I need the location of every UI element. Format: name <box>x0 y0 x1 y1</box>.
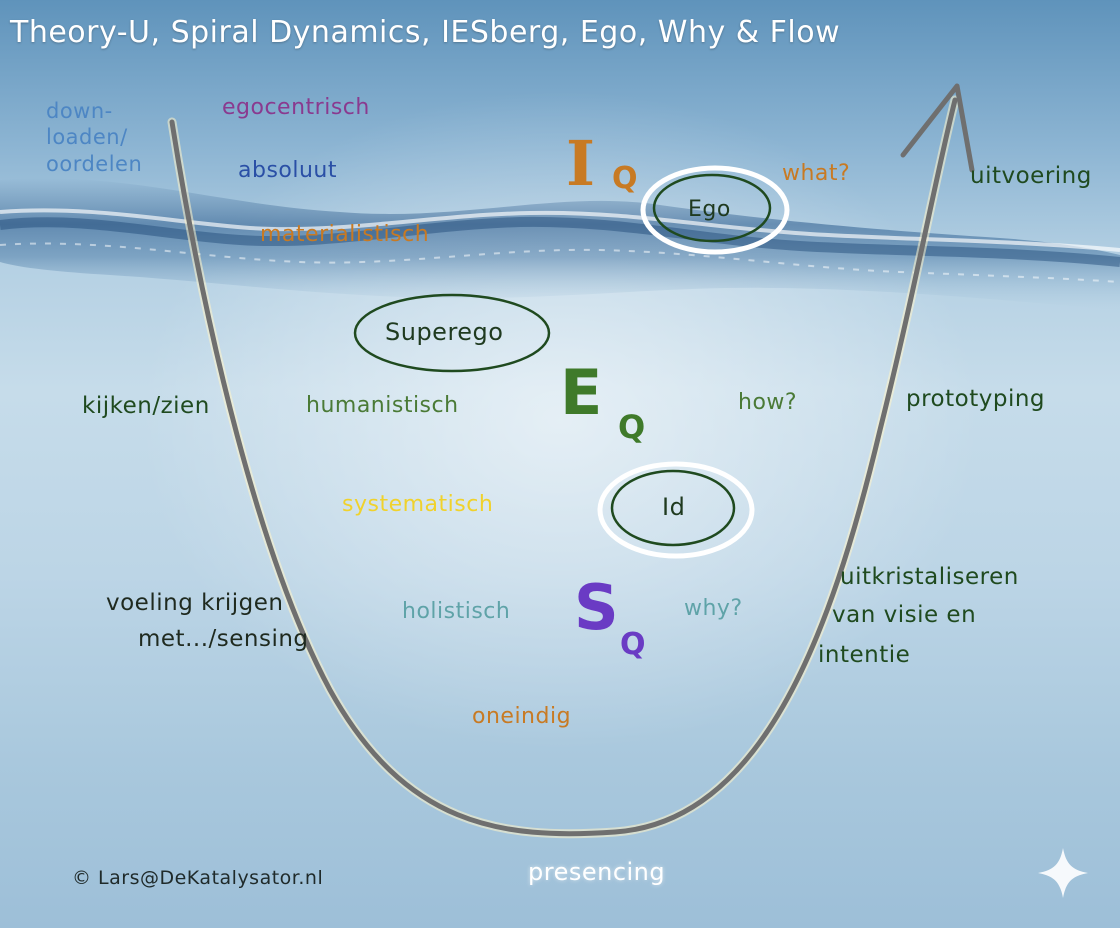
label-downloaden-line-1: down- <box>46 99 113 123</box>
level-absoluut: absoluut <box>238 158 337 183</box>
label-met-sensing: met.../sensing <box>138 626 309 652</box>
eq-mark: E Q <box>560 362 660 452</box>
question-how: how? <box>738 390 798 415</box>
iq-mark: I Q <box>566 133 646 203</box>
ego-circle <box>652 173 772 243</box>
level-systematisch: systematisch <box>342 492 494 517</box>
iq-letter: I <box>566 127 596 200</box>
freud-superego: Superego <box>385 318 504 346</box>
copyright-notice: © Lars@DeKatalysator.nl <box>72 867 324 889</box>
level-oneindig: oneindig <box>472 704 572 729</box>
label-kijken-zien: kijken/zien <box>82 393 210 419</box>
u-curve <box>169 97 958 837</box>
superego-circle <box>353 293 551 373</box>
water-surface <box>0 178 1120 310</box>
label-voeling-krijgen: voeling krijgen <box>106 590 284 616</box>
eq-q: Q <box>618 408 646 446</box>
label-downloaden-line-2: loaden/ <box>46 125 128 150</box>
page-title: Theory-U, Spiral Dynamics, IESberg, Ego,… <box>10 15 841 50</box>
eq-letter: E <box>560 356 603 429</box>
freud-ego: Ego <box>688 197 731 222</box>
label-downloaden: down- loaden/ oordelen <box>46 98 142 177</box>
water-crest-dark <box>0 216 1120 267</box>
iq-q: Q <box>612 161 638 196</box>
label-van-visie-en: van visie en <box>832 602 977 628</box>
level-egocentrisch: egocentrisch <box>222 95 370 120</box>
arrow-head-icon <box>900 83 975 173</box>
level-holistisch: holistisch <box>402 599 511 624</box>
label-uitkristaliseren: uitkristaliseren <box>840 564 1019 590</box>
label-downloaden-line-3: oordelen <box>46 151 143 176</box>
level-materialistisch: materialistisch <box>260 222 430 247</box>
label-intentie: intentie <box>818 642 911 668</box>
sq-letter: S <box>574 571 620 644</box>
question-what: what? <box>782 161 851 186</box>
ego-circle-halo <box>640 165 790 255</box>
label-prototyping: prototyping <box>906 386 1046 412</box>
level-humanistisch: humanistisch <box>306 393 459 418</box>
id-circle <box>610 469 736 547</box>
sq-q: Q <box>620 627 646 662</box>
id-circle-halo <box>597 461 755 559</box>
sq-mark: S Q <box>574 577 664 667</box>
freud-id: Id <box>662 493 686 521</box>
label-uitvoering: uitvoering <box>970 163 1092 189</box>
question-why: why? <box>684 596 743 621</box>
sparkle-icon <box>1038 848 1088 898</box>
label-presencing: presencing <box>528 858 666 886</box>
